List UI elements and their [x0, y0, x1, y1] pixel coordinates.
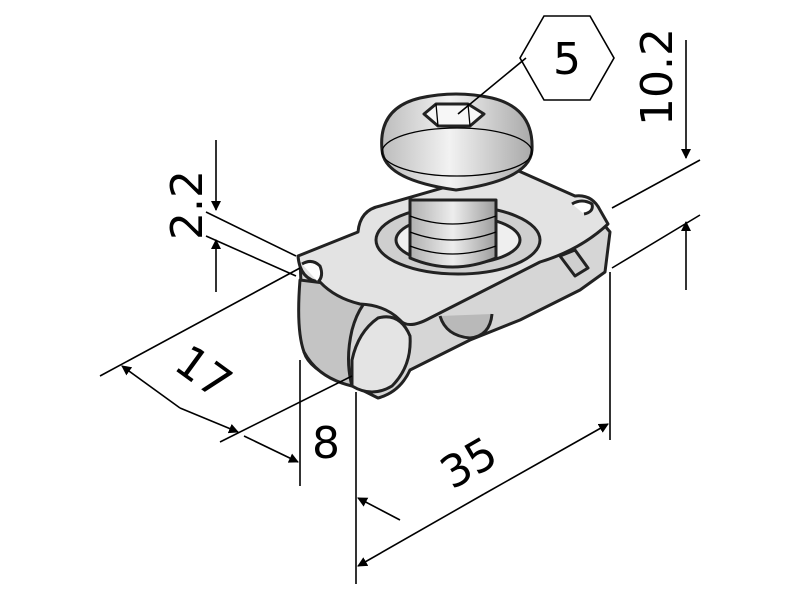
button-head: [380, 92, 534, 192]
dimension-head-height: 10.2: [611, 28, 701, 290]
lower-nub: [438, 313, 494, 340]
dim-label-head-height: 10.2: [632, 28, 683, 126]
t-slot-nut-part: [296, 92, 612, 400]
dimension-flange-thickness: 2.2: [162, 140, 297, 292]
dim-line-8-right: [357, 497, 401, 521]
ext-line-width-front: [219, 375, 353, 443]
hex-socket: [422, 102, 486, 128]
dim-label-flange-thickness: 2.2: [162, 170, 213, 240]
thread-line-3: [409, 245, 497, 255]
thread-line-1: [409, 215, 497, 225]
end-slot-curve: [350, 315, 412, 394]
hex-socket-inner: [435, 103, 471, 127]
head-rim: [381, 127, 533, 177]
screw-shaft: [408, 198, 498, 269]
dim-line-17-b: [179, 407, 239, 434]
dim-line-35-b: [483, 423, 609, 495]
thread-line-2: [409, 231, 497, 241]
right-end-detail: [558, 248, 590, 278]
hex-callout-shape: [519, 15, 615, 101]
dim-line-17: [121, 365, 181, 409]
ext-line-width-back: [99, 267, 301, 377]
hex-callout-leader: [457, 57, 527, 115]
dim-label-width: 17: [166, 336, 241, 410]
dim-label-slot: 8: [312, 418, 340, 469]
hex-callout-label: 5: [553, 34, 581, 85]
plate-notch-left: [301, 259, 324, 284]
plate-notch-right: [571, 199, 594, 216]
dim-line-8-left: [243, 435, 299, 463]
ext-line-flange-top: [205, 211, 297, 257]
dimension-slot: 8: [243, 360, 401, 584]
ext-line-top-head: [611, 159, 701, 209]
hex-size-callout: 5: [457, 15, 615, 115]
dim-line-35-a: [357, 493, 485, 567]
ext-line-flange-bottom: [205, 235, 297, 277]
